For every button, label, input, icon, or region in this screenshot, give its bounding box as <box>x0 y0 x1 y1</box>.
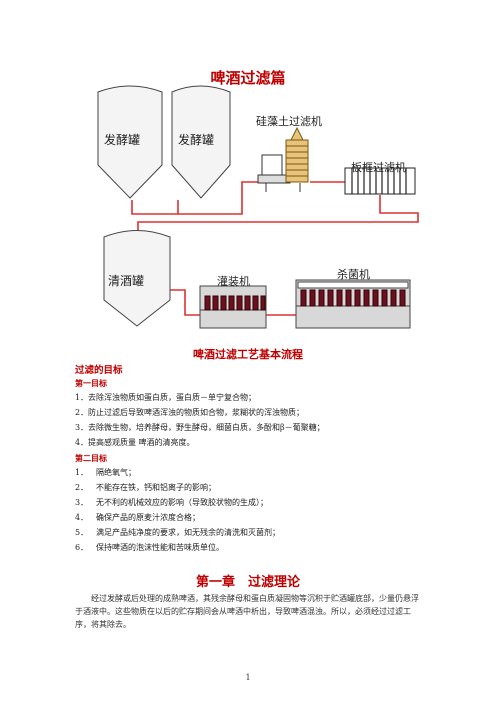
list-item: 6． 保持啤酒的泡沫性能和苦味质单位。 <box>75 543 224 552</box>
plate-filter-label: 板框过滤机 <box>351 161 406 174</box>
goal-heading: 过滤的目标 <box>75 365 123 376</box>
fermentation-tank-2 <box>171 85 231 199</box>
body-paragraph: 经过发酵或后处理的成熟啤酒，其残余酵母和蛋白质凝固物等沉积于贮酒罐底部，少量仍悬… <box>75 594 419 629</box>
fermentation-tank-1 <box>97 85 163 199</box>
list-item: 3．去除微生物，培养酵母，野生酵母，细菌白质，多酚和β－葡聚糖； <box>75 423 325 432</box>
goal2-heading: 第二目标 <box>75 453 107 463</box>
list-item: 4． 确保产品的原麦汁浓度合格； <box>75 513 200 522</box>
bright-beer-tank <box>103 230 171 327</box>
list-item: 1．去除浑浊物质如蛋白质，蛋白质－单宁复合物； <box>75 393 256 402</box>
chapter-title: 第一章 过滤理论 <box>195 575 300 590</box>
plate-frame-filter-icon <box>344 167 416 195</box>
pipe-network <box>131 181 419 316</box>
page-number: 1 <box>245 673 251 682</box>
bright-tank-label: 清酒罐 <box>108 274 145 288</box>
list-item: 2．防止过滤后导致啤酒浑浊的物质如合物，浆糊状的浑浊物质； <box>75 408 304 417</box>
pasteurizer-label: 杀菌机 <box>337 268 370 281</box>
filtration-flow-diagram <box>97 85 419 329</box>
list-item: 5． 满足产品纯净度的要求，如无残余的清洗和灭菌剂； <box>75 528 280 537</box>
filling-machine-icon <box>199 285 267 329</box>
page-title: 啤酒过滤篇 <box>210 69 286 87</box>
diagram-caption: 啤酒过滤工艺基本流程 <box>193 348 303 361</box>
filling-label: 灌装机 <box>217 275 250 288</box>
list-item: 3． 无不利的机械效应的影响（导致胶状物的生成）； <box>75 498 268 507</box>
diatom-filter-label: 硅藻土过滤机 <box>256 115 322 128</box>
list-item: 1． 隔绝氧气； <box>75 468 136 477</box>
goal1-heading: 第一目标 <box>75 378 107 388</box>
list-item: 2． 不能存在铁，钙和铝离子的影响； <box>75 483 216 492</box>
tank1-label: 发酵罐 <box>104 133 141 147</box>
list-item: 4．提高感观质量 啤酒的清亮度。 <box>75 438 195 447</box>
diatomaceous-filter-icon <box>257 126 309 192</box>
pasteurizer-icon <box>295 279 411 329</box>
tank2-label: 发酵罐 <box>178 133 215 147</box>
